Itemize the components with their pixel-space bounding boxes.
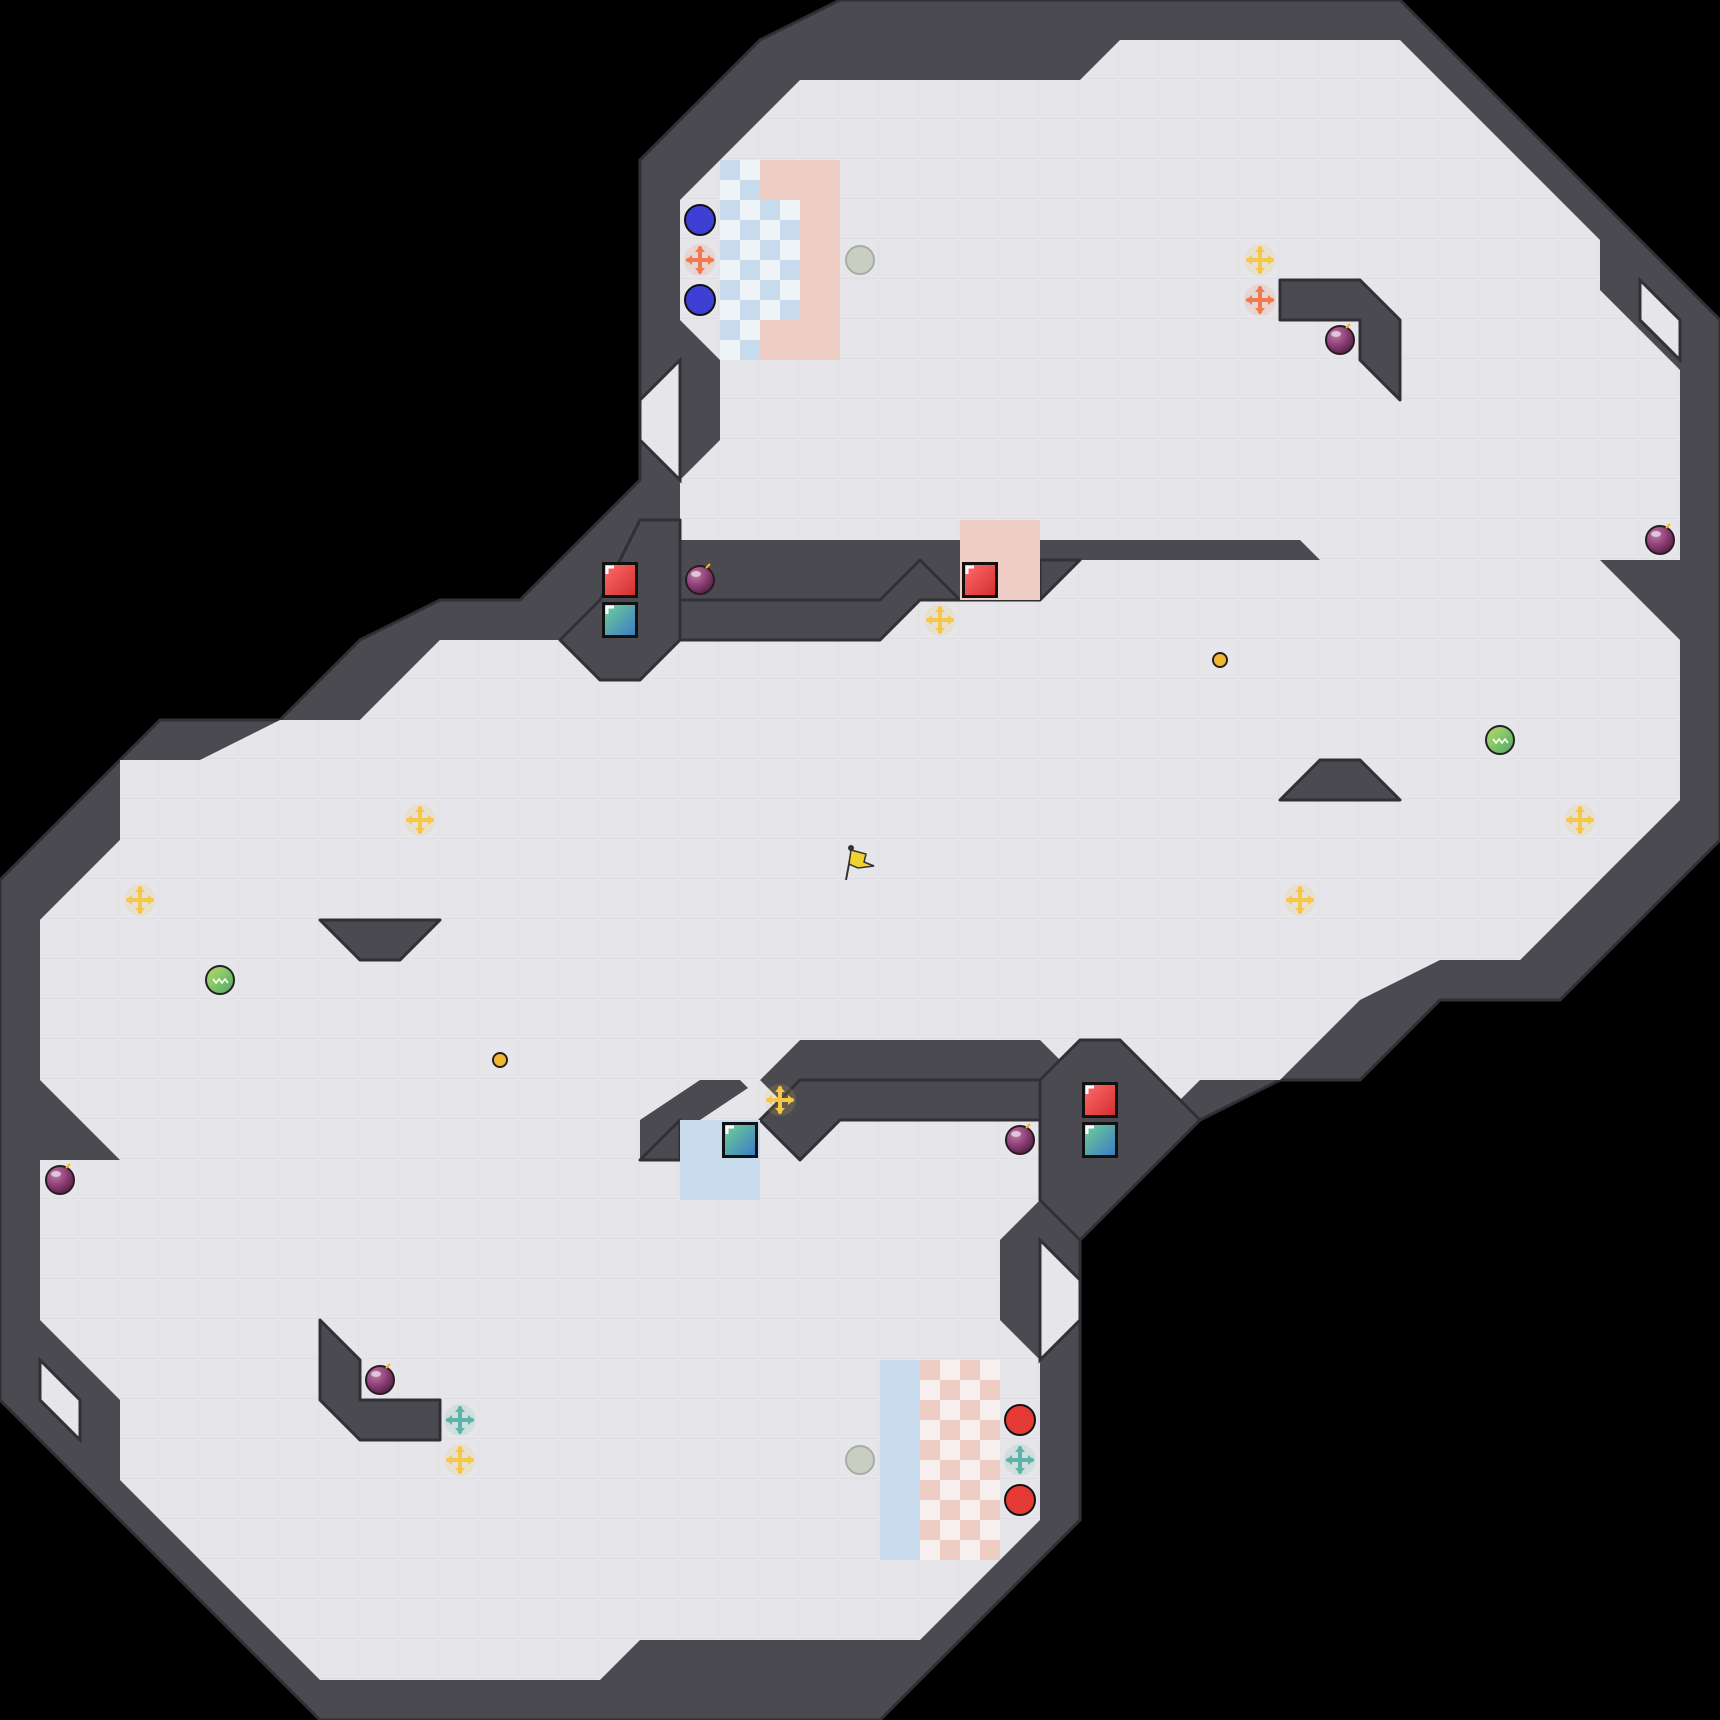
map-objects [45, 204, 1675, 1516]
blue-zone-upper [720, 160, 1040, 600]
wall-hole-sw [38, 1356, 82, 1444]
wall-hole-ne [1638, 276, 1682, 364]
bomb-icon[interactable] [1005, 1123, 1035, 1155]
neutral-flag-icon[interactable] [845, 845, 875, 881]
inner-wall-corner-sw [318, 1318, 442, 1442]
button-icon[interactable] [492, 1052, 508, 1068]
red-boost-icon[interactable] [1244, 284, 1276, 316]
speed-boost-icon[interactable] [1244, 244, 1276, 276]
speed-boost-icon[interactable] [1284, 884, 1316, 916]
inner-wall-triangle-left [318, 918, 442, 962]
blue-boost-icon[interactable] [1004, 1444, 1036, 1476]
powerup-icon[interactable] [1485, 725, 1515, 755]
blue-spawn-icon [684, 204, 716, 236]
red-zone-lower [680, 1120, 1000, 1560]
blue-boost-icon[interactable] [444, 1404, 476, 1436]
red-spawn-icon [1004, 1484, 1036, 1516]
portal-icon[interactable] [845, 1445, 875, 1475]
blue-spawn-icon [684, 284, 716, 316]
inner-wall-corner-ne [1278, 278, 1402, 402]
speed-boost-icon[interactable] [444, 1444, 476, 1476]
speed-boost-icon[interactable] [1564, 804, 1596, 836]
speed-boost-icon[interactable] [924, 604, 956, 636]
blue-gate-icon[interactable] [602, 602, 638, 638]
wall-hole-se [1038, 1236, 1082, 1364]
bomb-icon[interactable] [45, 1163, 75, 1195]
inner-wall-triangle-right [1278, 758, 1402, 802]
floor-center [40, 640, 1680, 1120]
red-gate-icon[interactable] [602, 562, 638, 598]
speed-boost-icon[interactable] [404, 804, 436, 836]
red-boost-icon[interactable] [684, 244, 716, 276]
red-gate-icon[interactable] [1082, 1082, 1118, 1118]
powerup-icon[interactable] [205, 965, 235, 995]
bomb-icon[interactable] [365, 1363, 395, 1395]
wall-hole-nw [638, 356, 682, 484]
red-spawn-icon [1004, 1404, 1036, 1436]
gate-pillar-upper [558, 518, 682, 682]
blue-gate-icon[interactable] [722, 1122, 758, 1158]
red-gate-icon[interactable] [962, 562, 998, 598]
button-icon[interactable] [1212, 652, 1228, 668]
bomb-icon[interactable] [1645, 523, 1675, 555]
bomb-icon[interactable] [685, 563, 715, 595]
bomb-icon[interactable] [1325, 323, 1355, 355]
gate-pillar-lower [1038, 1038, 1202, 1242]
blue-gate-icon[interactable] [1082, 1122, 1118, 1158]
speed-boost-icon[interactable] [124, 884, 156, 916]
speed-boost-icon[interactable] [764, 1084, 796, 1116]
portal-icon[interactable] [845, 245, 875, 275]
